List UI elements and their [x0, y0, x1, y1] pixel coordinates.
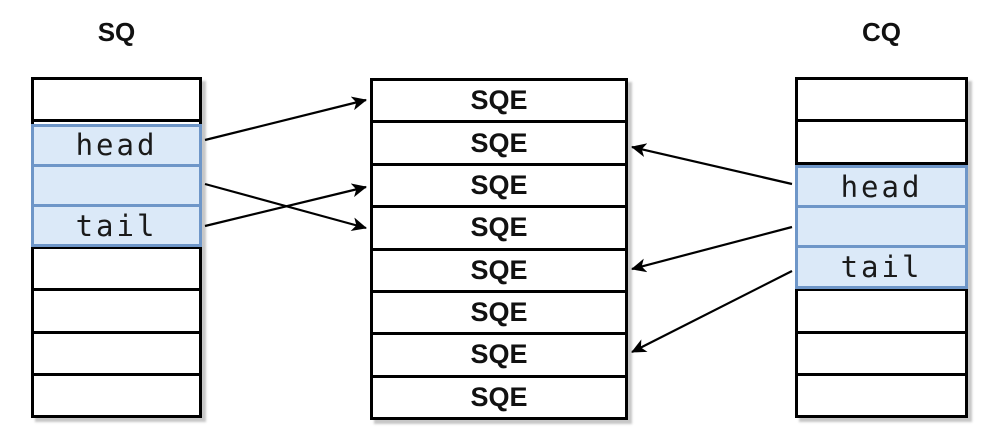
sq-slot: [34, 80, 199, 119]
cq-title: CQ: [862, 17, 901, 47]
cq-slot: [798, 288, 965, 330]
sq-middle-cell: [31, 164, 202, 208]
sq-slot: [34, 372, 199, 415]
sqe-entry: SQE: [373, 247, 625, 290]
sqe-entry: SQE: [373, 205, 625, 247]
sq-tail-to-sqe-3: [204, 183, 367, 228]
cq-slot: [798, 161, 965, 204]
sqe-entry: SQE: [470, 85, 528, 116]
sq-slot: [34, 330, 199, 373]
cq-slot: [798, 80, 965, 119]
cq-tail-to-sqe-7: [631, 270, 793, 353]
cq-box: head tail: [795, 77, 968, 418]
cq-slot-to-sqe-5: [631, 225, 793, 273]
cq-slot: [798, 119, 965, 161]
sq-head-cell: head: [31, 123, 202, 168]
cq-slot: [798, 330, 965, 373]
sq-slot: [34, 246, 199, 288]
sq-title: SQ: [97, 17, 136, 47]
sqe-entry: SQE: [373, 374, 625, 417]
cq-middle-cell: [795, 205, 968, 249]
sq-head-to-sqe-1: [204, 96, 367, 142]
sq-highlight-group: head tail: [31, 123, 202, 248]
sq-slot: [34, 288, 199, 330]
sqe-entry: SQE: [373, 289, 625, 332]
cq-head-cell: head: [795, 165, 968, 209]
cq-slot: [798, 372, 965, 415]
sq-slot: [34, 119, 199, 161]
sqe-box: SQE SQE SQE SQE SQE SQE SQE SQE: [370, 78, 628, 420]
sq-tail-cell: tail: [31, 204, 202, 248]
cq-head-to-sqe-2: [631, 143, 793, 186]
cq-highlight-group: head tail: [795, 165, 968, 289]
sqe-entry: SQE: [373, 332, 625, 374]
sq-box: head tail: [31, 77, 202, 418]
sqe-entry: SQE: [373, 162, 625, 205]
sqe-entry: SQE: [373, 120, 625, 162]
sq-slot-to-sqe-4: [204, 182, 367, 232]
cq-tail-cell: tail: [795, 245, 968, 289]
